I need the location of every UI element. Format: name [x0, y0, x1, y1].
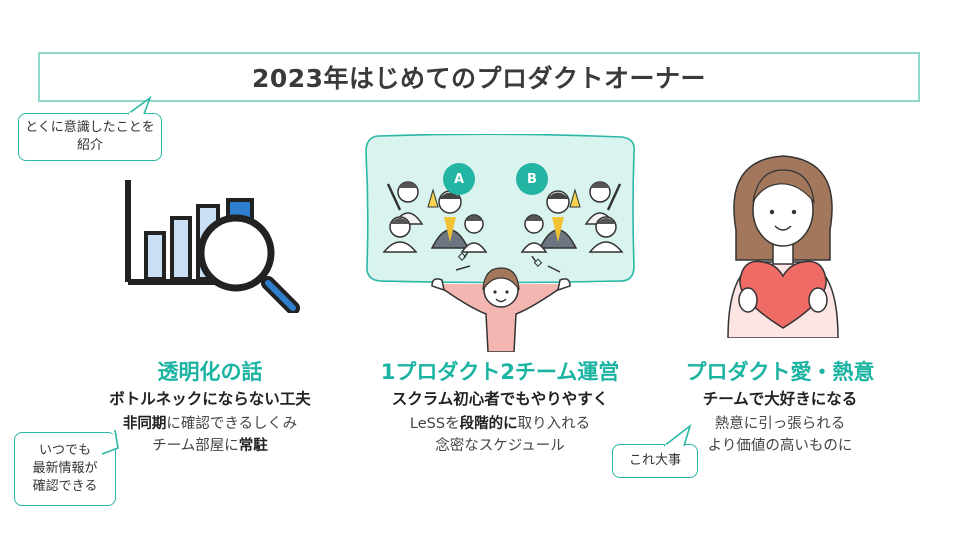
callout-intro: とくに意識したことを 紹介 [18, 113, 162, 161]
column1-line1: 非同期に確認できるしくみ [90, 412, 330, 433]
team-a-badge: A [443, 163, 475, 195]
column1-line1-rest: に確認できるしくみ [166, 416, 298, 432]
column2-line1-bold: 段階的に [459, 416, 518, 432]
column2-subheading: スクラム初心者でもやりやすく [391, 390, 609, 408]
column1-line2-bold: 常駐 [238, 438, 268, 454]
column2-line1-pre: LeSSを [409, 416, 460, 432]
team-b-badge: B [516, 163, 548, 195]
column3-subheading: チームで大好きになる [702, 390, 858, 408]
page-title: 2023年はじめてのプロダクトオーナー [38, 52, 920, 102]
callout-important-text: これ大事 [628, 453, 681, 468]
callout-always-check-line2: 最新情報が [32, 461, 98, 476]
callout-important: これ大事 [612, 444, 698, 478]
column1-subheading: ボトルネックにならない工夫 [109, 390, 311, 408]
callout-always-check-line3: 確認できる [32, 479, 98, 494]
chart-magnifier-illustration [125, 180, 300, 313]
product-owner-figure [431, 252, 571, 352]
column2-heading: 1プロダクト2チーム運営 [380, 360, 620, 384]
callout-always-check: いつでも 最新情報が 確認できる [14, 432, 116, 506]
team-b-group [520, 181, 624, 253]
callout-intro-tail [127, 96, 152, 116]
callout-important-tail [663, 423, 692, 448]
page-title-text: 2023年はじめてのプロダクトオーナー [251, 64, 707, 93]
column1-line2: チーム部屋に常駐 [90, 434, 330, 455]
column2-line1-rest: 取り入れる [517, 416, 591, 432]
callout-intro-line1: とくに意識したことを [25, 120, 155, 135]
callout-always-check-tail [101, 429, 119, 455]
heart-holder-illustration [727, 155, 839, 338]
column3-heading: プロダクト愛・熱意 [685, 360, 875, 384]
column3-line1: 熱意に引っ張られる [714, 416, 846, 432]
column1-heading: 透明化の話 [157, 360, 263, 384]
team-b-label: B [527, 171, 537, 187]
column3-line2: より価値の高いものに [707, 438, 853, 454]
callout-intro-line2: 紹介 [76, 138, 103, 153]
column1-line2-pre: チーム部屋に [152, 438, 239, 454]
team-a-label: A [453, 171, 465, 187]
column2-line1: LeSSを段階的に取り入れる [370, 412, 630, 433]
column2-line2: 念密なスケジュール [435, 438, 565, 454]
column1-line1-bold: 非同期 [122, 416, 167, 432]
team-a-group [382, 181, 488, 253]
callout-always-check-line1: いつでも [38, 443, 91, 458]
